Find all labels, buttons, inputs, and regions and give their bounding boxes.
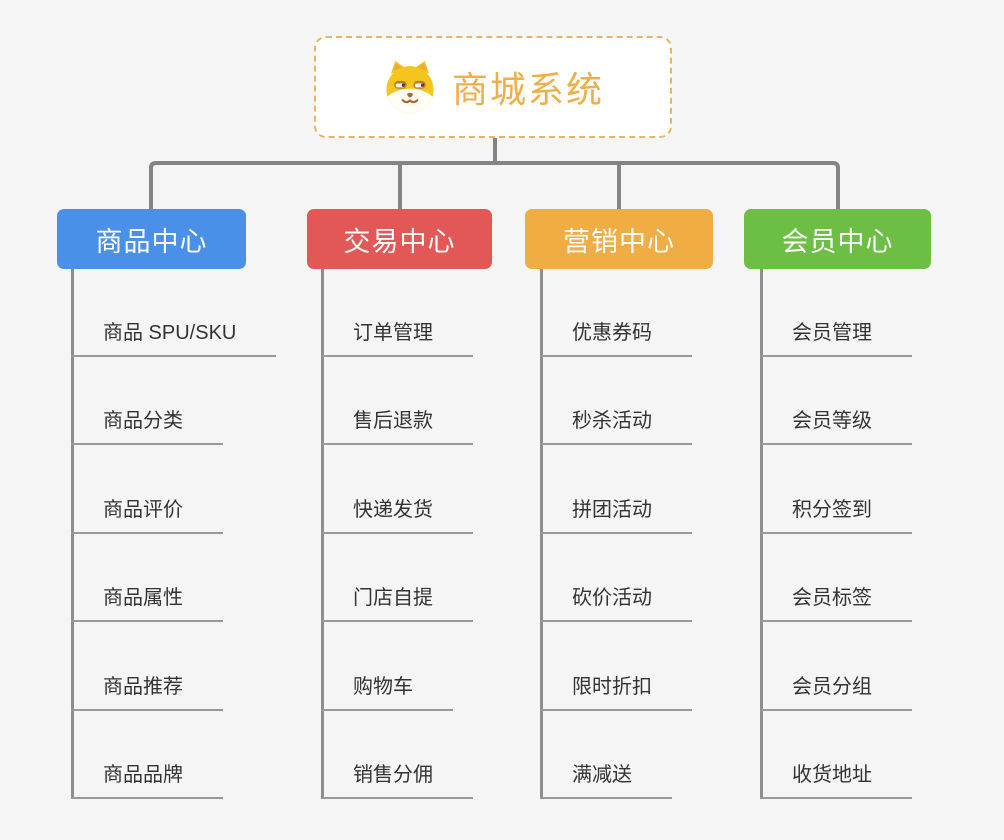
leaf-label: 商品 SPU/SKU [103,322,237,344]
leaf-label: 商品评价 [103,499,183,521]
leaf-node[interactable]: 快递发货 [321,493,473,534]
leaf-node[interactable]: 购物车 [321,670,453,711]
leaf-label: 销售分佣 [353,764,433,786]
leaf-node[interactable]: 商品属性 [71,581,223,622]
leaf-node[interactable]: 商品分类 [71,404,223,445]
leaf-node[interactable]: 秒杀活动 [540,404,692,445]
leaf-node[interactable]: 满减送 [540,758,672,799]
branch-node-0[interactable]: 商品中心 [57,209,246,269]
leaf-label: 收货地址 [792,764,872,786]
leaf-node[interactable]: 拼团活动 [540,493,692,534]
leaf-node[interactable]: 商品推荐 [71,670,223,711]
leaf-node[interactable]: 会员标签 [760,581,912,622]
leaf-label: 砍价活动 [572,587,652,609]
leaf-node[interactable]: 限时折扣 [540,670,692,711]
leaf-label: 会员分组 [792,676,872,698]
branch-label: 商品中心 [95,226,208,257]
branch-label: 会员中心 [781,226,894,257]
leaf-label: 会员等级 [792,410,872,432]
branch-label: 交易中心 [343,226,456,257]
leaf-label: 订单管理 [353,322,433,344]
leaf-label: 快递发货 [353,499,433,521]
branch-node-3[interactable]: 会员中心 [744,209,931,269]
leaf-node[interactable]: 门店自提 [321,581,473,622]
leaf-node[interactable]: 订单管理 [321,316,473,357]
branch-connector-line [760,269,763,799]
leaf-label: 优惠券码 [572,322,652,344]
root-node[interactable]: 商城系统 [314,36,672,138]
leaf-node[interactable]: 会员管理 [760,316,912,357]
leaf-label: 商品品牌 [103,764,183,786]
leaf-node[interactable]: 商品评价 [71,493,223,534]
leaf-label: 会员管理 [792,322,872,344]
leaf-label: 商品推荐 [103,676,183,698]
leaf-node[interactable]: 优惠券码 [540,316,692,357]
branch-connector-line [321,269,324,799]
leaf-label: 售后退款 [353,410,433,432]
leaf-label: 满减送 [572,764,632,786]
branch-label: 营销中心 [563,226,675,257]
leaf-node[interactable]: 商品品牌 [71,758,223,799]
leaf-node[interactable]: 商品 SPU/SKU [71,316,277,357]
leaf-label: 会员标签 [792,587,872,609]
leaf-label: 购物车 [353,676,413,698]
leaf-node[interactable]: 售后退款 [321,404,473,445]
root-title: 商城系统 [451,69,604,110]
leaf-label: 积分签到 [792,499,872,521]
leaf-label: 商品属性 [103,587,183,609]
leaf-label: 门店自提 [353,587,433,609]
leaf-label: 拼团活动 [572,499,652,521]
leaf-node[interactable]: 积分签到 [760,493,912,534]
leaf-node[interactable]: 收货地址 [760,758,912,799]
branch-connector-line [71,269,74,799]
leaf-node[interactable]: 砍价活动 [540,581,692,622]
dog-icon [386,60,434,114]
leaf-node[interactable]: 会员等级 [760,404,912,445]
leaf-node[interactable]: 会员分组 [760,670,912,711]
branch-node-1[interactable]: 交易中心 [307,209,492,269]
leaf-label: 秒杀活动 [572,410,652,432]
leaf-label: 商品分类 [103,410,183,432]
branch-node-2[interactable]: 营销中心 [525,209,713,269]
leaf-label: 限时折扣 [572,676,652,698]
leaf-node[interactable]: 销售分佣 [321,758,473,799]
branch-connector-line [540,269,543,799]
